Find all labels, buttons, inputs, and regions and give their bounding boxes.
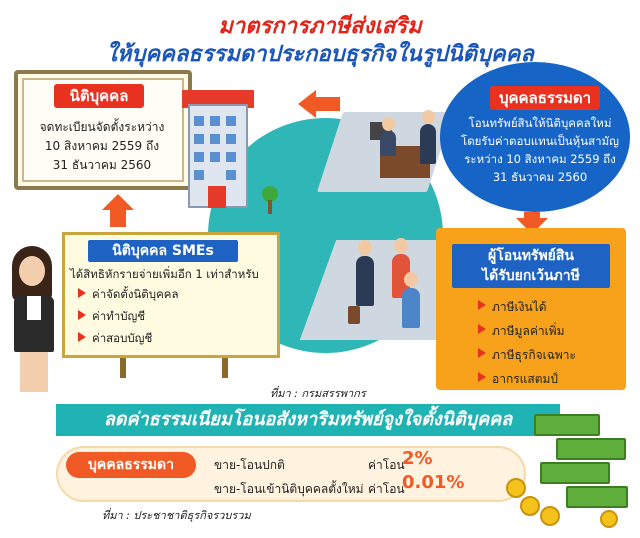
bullet-icon	[478, 300, 486, 310]
juristic-line-2: 10 สิงหาคม 2559 ถึง	[44, 139, 160, 153]
person-head-3	[358, 240, 372, 255]
natural-line-1: โอนทรัพย์สินให้นิติบุคคลใหม่	[468, 116, 612, 130]
natural-line-2: โดยรับค่าตอบแทนเป็นหุ้นสามัญ	[461, 134, 619, 148]
natural-person-text: โอนทรัพย์สินให้นิติบุคคลใหม่ โดยรับค่าตอ…	[452, 114, 628, 186]
transferor-item-label: ภาษีเงินได้	[492, 300, 547, 314]
person-head-4	[394, 238, 408, 253]
transferor-item-label: อากรแสตมป์	[492, 372, 559, 386]
money-stack-icon	[566, 486, 628, 508]
person-head	[422, 110, 435, 124]
juristic-line-1: จดทะเบียนจัดตั้งระหว่าง	[39, 120, 165, 134]
source-note-1: ที่มา : กรมสรรพากร	[270, 387, 366, 400]
sme-item-label: ค่าจัดตั้งนิติบุคคล	[92, 287, 179, 301]
sme-item-label: ค่าสอบบัญชี	[92, 331, 153, 345]
natural-line-4: 31 ธันวาคม 2560	[492, 170, 588, 184]
juristic-line-3: 31 ธันวาคม 2560	[52, 158, 152, 172]
source-note-2: ที่มา : ประชาชาติธุรกิจรวบรวม	[102, 509, 251, 522]
arrow-left-top-bar	[314, 97, 340, 111]
coin-icon	[540, 506, 560, 526]
person-woman-red	[392, 254, 410, 298]
juristic-text: จดทะเบียนจัดตั้งระหว่าง 10 สิงหาคม 2559 …	[22, 118, 182, 175]
fee-row1-fee-label: ค่าโอน	[368, 458, 405, 472]
transferor-item: ภาษีธุรกิจเฉพาะ	[478, 346, 576, 365]
bullet-icon	[78, 288, 86, 298]
fee-row2-label: ขาย-โอนเข้านิติบุคคลตั้งใหม่	[214, 482, 364, 496]
coin-icon	[506, 478, 526, 498]
natural-line-3: ระหว่าง 10 สิงหาคม 2559 ถึง	[464, 152, 616, 166]
bullet-icon	[478, 348, 486, 358]
arrow-up-icon	[102, 194, 134, 210]
woman-face	[19, 256, 45, 286]
fee-tag: บุคคลธรรมดา	[66, 452, 196, 478]
transferor-item-label: ภาษีธุรกิจเฉพาะ	[492, 348, 576, 362]
transferor-tag-line-2: ได้รับยกเว้นภาษี	[482, 268, 580, 284]
arrow-up-bar	[110, 209, 126, 227]
arrow-left-top-icon	[298, 90, 316, 118]
banner-title: ลดค่าธรรมเนียมโอนอสังหาริมทรัพย์จูงใจตั้…	[56, 404, 560, 436]
transferor-item-label: ภาษีมูลค่าเพิ่ม	[492, 324, 565, 338]
woman-legs	[20, 352, 48, 392]
sme-board-leg	[222, 358, 228, 378]
transferor-item: อากรแสตมป์	[478, 370, 559, 389]
money-stack-icon	[534, 414, 600, 436]
tree-trunk	[268, 200, 272, 214]
transferor-item: ภาษีเงินได้	[478, 298, 547, 317]
coin-icon	[520, 496, 540, 516]
sme-intro: ได้สิทธิหักรายจ่ายเพิ่มอีก 1 เท่าสำหรับ	[70, 267, 259, 281]
person-head-2	[382, 117, 395, 131]
building-illustration	[180, 90, 260, 210]
bullet-icon	[78, 332, 86, 342]
sme-item: ค่าทำบัญชี	[78, 308, 146, 326]
briefcase-icon	[348, 306, 360, 324]
arrow-down-bar	[524, 212, 540, 220]
fee-row2-fee-label: ค่าโอน	[368, 482, 405, 496]
juristic-tag: นิติบุคคล	[54, 84, 144, 108]
title-line-2: ให้บุคคลธรรมดาประกอบธุรกิจในรูปนิติบุคคล	[106, 42, 534, 67]
transferor-item: ภาษีมูลค่าเพิ่ม	[478, 322, 565, 341]
person-woman-blue	[402, 288, 420, 328]
tree-icon	[262, 186, 278, 202]
bullet-icon	[78, 310, 86, 320]
transferor-tag: ผู้โอนทรัพย์สิน ได้รับยกเว้นภาษี	[452, 244, 610, 288]
natural-person-tag: บุคคลธรรมดา	[490, 86, 600, 110]
person-standing	[420, 124, 436, 164]
person-businessman	[356, 256, 374, 306]
money-stack-icon	[556, 438, 626, 460]
woman-shirt	[27, 296, 41, 320]
fee-row1-label: ขาย-โอนปกติ	[214, 458, 285, 472]
bullet-icon	[478, 372, 486, 382]
transferor-tag-line-1: ผู้โอนทรัพย์สิน	[488, 248, 574, 264]
person-head-5	[404, 272, 418, 287]
coin-icon	[600, 510, 618, 528]
sme-item: ค่าสอบบัญชี	[78, 330, 153, 348]
sme-item-label: ค่าทำบัญชี	[92, 309, 146, 323]
person-sitting	[380, 130, 396, 156]
sme-item: ค่าจัดตั้งนิติบุคคล	[78, 286, 179, 304]
bullet-icon	[478, 324, 486, 334]
sme-board-leg	[120, 358, 126, 378]
title-line-1: มาตรการภาษีส่งเสริม	[218, 14, 422, 39]
sme-tag: นิติบุคคล SMEs	[88, 240, 238, 262]
fee-row2-value: 0.01%	[402, 472, 465, 493]
money-stack-icon	[540, 462, 610, 484]
fee-row1-value: 2%	[402, 448, 433, 469]
